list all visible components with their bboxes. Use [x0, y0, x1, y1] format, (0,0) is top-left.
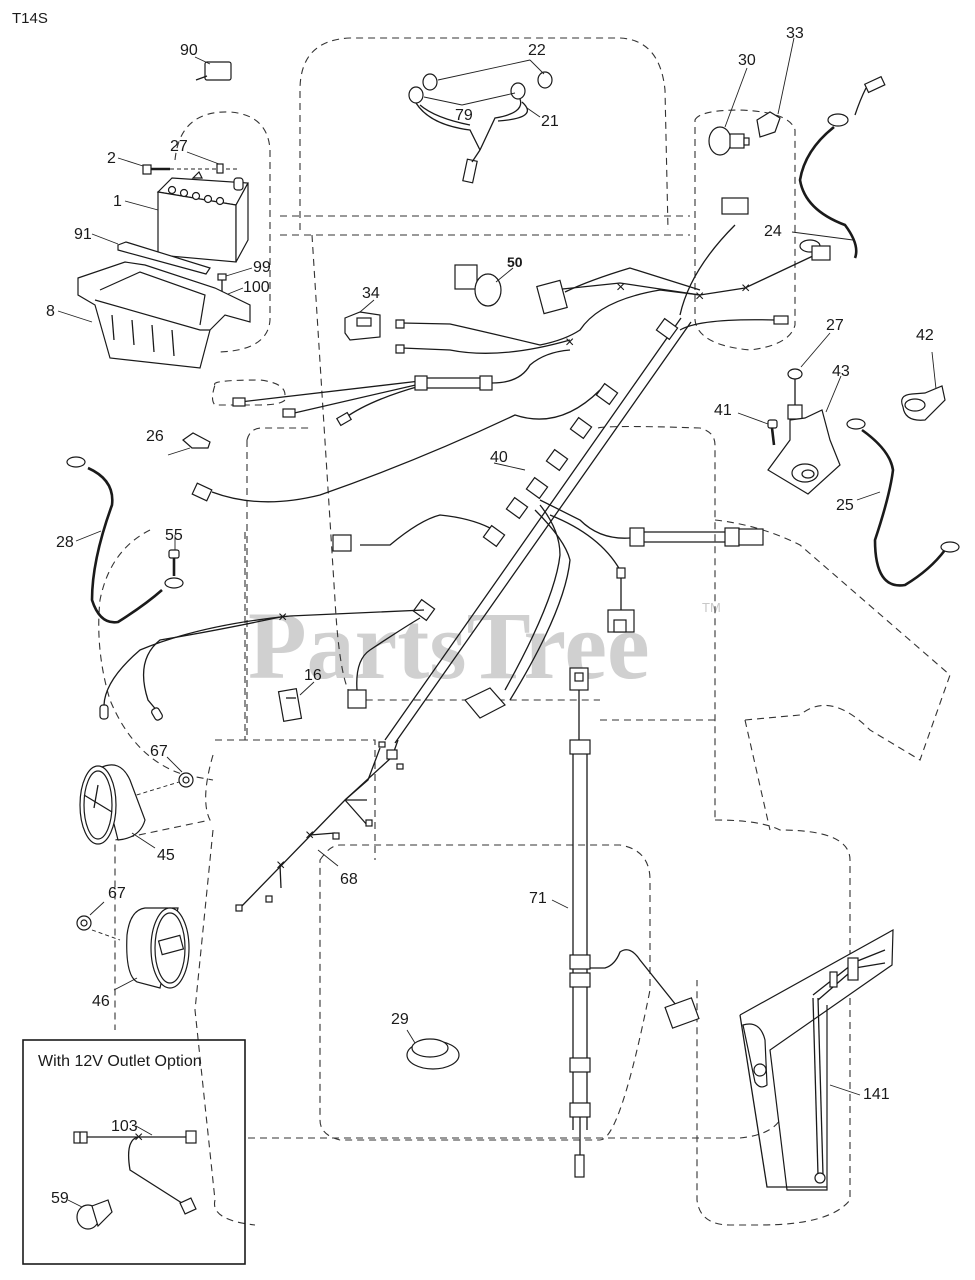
dash-panel-outline-left	[246, 427, 310, 740]
callout-59: 59	[51, 1190, 69, 1207]
callout-46: 46	[92, 993, 110, 1010]
part-50-switch: 50	[454, 254, 523, 307]
part-71-harness: 71	[529, 667, 700, 1178]
part-42-terminal-boot: 42	[901, 327, 946, 421]
steering-column-outline	[311, 234, 715, 721]
callout-25: 25	[836, 497, 854, 514]
callout-99: 99	[253, 259, 271, 276]
part-28-ground-cable: 28	[56, 456, 184, 624]
callout-27-battery: 27	[170, 138, 188, 155]
callout-41: 41	[714, 402, 732, 419]
part-46-hour-meter: 46	[92, 907, 190, 1010]
gauge-panel-outline	[244, 532, 376, 860]
splice-x-3: ×	[695, 288, 704, 305]
splice-x-7: ×	[305, 827, 314, 844]
callout-16: 16	[304, 667, 322, 684]
left-wheel-outline	[98, 529, 214, 781]
part-41-bolt: 41	[714, 402, 778, 446]
part-1-battery: 1	[113, 170, 249, 263]
part-8-battery-tray: 8	[46, 261, 251, 369]
part-24-battery-cable: 24	[764, 75, 886, 259]
callout-71: 71	[529, 890, 547, 907]
callout-29: 29	[391, 1011, 409, 1028]
left-footwell-outline	[194, 829, 256, 1226]
headlight-assembly: 22 79 21	[408, 42, 559, 184]
splice-x-6: ×	[276, 857, 285, 874]
rear-frame-outline	[248, 1119, 781, 1139]
model-code: T14S	[12, 10, 48, 27]
callout-68: 68	[340, 871, 358, 888]
callout-141: 141	[863, 1086, 890, 1103]
splice-x-1: ×	[616, 279, 625, 296]
right-console-outline	[696, 719, 851, 1226]
part-90-connector: 90	[180, 42, 232, 81]
inset-12v-outlet-option: With 12V Outlet Option × 103 59	[22, 1039, 246, 1265]
inset-title: With 12V Outlet Option	[38, 1053, 202, 1070]
part-99-bolt: 99	[217, 259, 271, 298]
part-27-nut-solenoid: 27	[787, 317, 844, 405]
part-34-rocker-switch: 34	[344, 285, 381, 341]
part-59-power-outlet: 59	[51, 1190, 113, 1230]
fender-outline	[714, 519, 951, 761]
callout-28: 28	[56, 534, 74, 551]
part-67-nut-gauge: 67	[129, 743, 194, 798]
part-30-ignition-switch: 30	[708, 52, 756, 156]
callout-30: 30	[738, 52, 756, 69]
callout-21: 21	[541, 113, 559, 130]
callout-43: 43	[832, 363, 850, 380]
callout-50: 50	[507, 254, 523, 270]
part-45-gauge: 45	[79, 764, 175, 864]
part-2-bolt: 2	[107, 150, 238, 175]
callout-67-meter: 67	[108, 885, 126, 902]
part-27-nut: 27	[170, 138, 224, 174]
callout-42: 42	[916, 327, 934, 344]
callout-24: 24	[764, 223, 782, 240]
callout-27-solenoid: 27	[826, 317, 844, 334]
part-43-solenoid: 43	[767, 363, 850, 495]
part-16-relay: 16	[277, 667, 322, 723]
part-25-cable: 25	[836, 418, 960, 587]
part-55-screw: 55	[165, 527, 183, 576]
callout-55: 55	[165, 527, 183, 544]
splice-x-8: ×	[134, 1129, 143, 1146]
splice-x-5: ×	[278, 609, 287, 626]
left-console-outline	[114, 739, 245, 1030]
fuse-zone-outline	[211, 379, 286, 406]
callout-100: 100	[243, 279, 270, 296]
callout-40: 40	[490, 449, 508, 466]
callout-8: 8	[46, 303, 55, 320]
splice-x-4: ×	[565, 334, 574, 351]
part-91-hold-down: 91	[74, 226, 211, 275]
callout-91: 91	[74, 226, 92, 243]
callout-67-gauge: 67	[150, 743, 168, 760]
callout-33: 33	[786, 25, 804, 42]
callout-103: 103	[111, 1118, 138, 1135]
callout-34: 34	[362, 285, 380, 302]
part-40-main-harness: × × × × ×	[99, 197, 831, 744]
dash-panel-outline-right	[597, 425, 716, 820]
callout-90: 90	[180, 42, 198, 59]
ignition-zone-outline	[694, 109, 796, 351]
part-33-key: 33	[756, 25, 804, 138]
battery-tray-outline	[174, 111, 271, 353]
callout-2: 2	[107, 150, 116, 167]
part-68-sub-harness: × × 68	[235, 739, 404, 912]
callout-1: 1	[113, 193, 122, 210]
part-26-fuse: 26	[146, 428, 211, 456]
callout-26: 26	[146, 428, 164, 445]
frame-rail-outline	[280, 215, 690, 236]
callout-22: 22	[528, 42, 546, 59]
splice-x-2: ×	[741, 280, 750, 297]
part-67-nut-meter: 67	[76, 885, 126, 941]
part-141-seat-switch: 141	[739, 928, 894, 1191]
hood-outline	[299, 37, 669, 231]
part-103-outlet-harness: × 103	[73, 1118, 197, 1215]
part-29-power-button: 29	[391, 1011, 460, 1070]
callout-79: 79	[455, 107, 473, 124]
seat-area-outline	[319, 844, 651, 1141]
watermark-trademark: TM	[702, 600, 721, 615]
callout-45: 45	[157, 847, 175, 864]
